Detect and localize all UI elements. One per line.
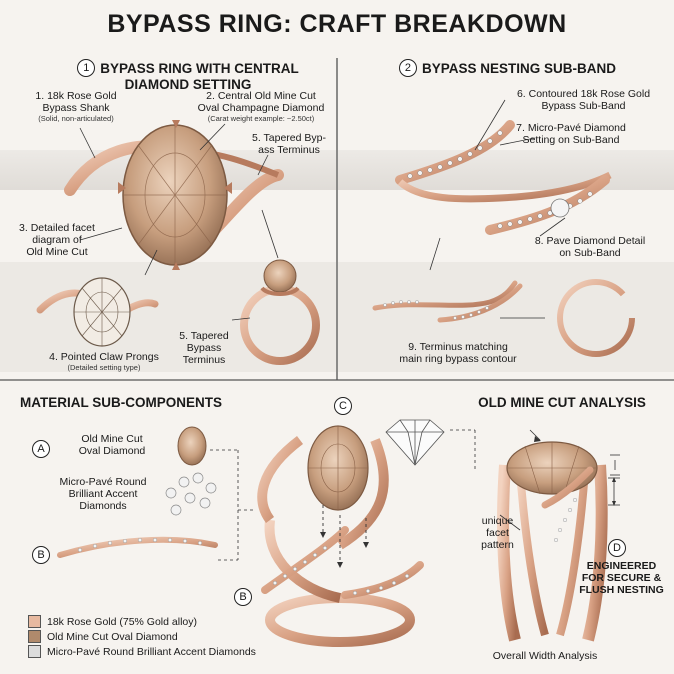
label-5b-line1: 5. Tapered	[179, 330, 229, 342]
label-7-line2: Setting on Sub-Band	[522, 134, 620, 146]
badge-a: A	[32, 440, 50, 458]
badge-b-assembly: B	[234, 588, 252, 606]
label-facet-line3: pattern	[481, 539, 514, 551]
label-8-line1: 8. Pave Diamond Detail	[534, 235, 646, 247]
label-3-line3: Old Mine Cut	[26, 246, 88, 258]
badge-c: C	[334, 397, 352, 415]
panel1-heading-line1: BYPASS RING WITH CENTRAL	[100, 60, 299, 76]
label-eng-line3: FLUSH NESTING	[579, 584, 664, 596]
panel1-heading-line2: DIAMOND SETTING	[124, 77, 252, 92]
legend-swatch-diamond	[28, 630, 41, 643]
label-a: Old Mine Cut Oval Diamond	[62, 433, 162, 457]
label-micro-line2: Brilliant Accent	[68, 488, 138, 500]
label-facet-pattern: unique facet pattern	[470, 515, 525, 551]
panel1-heading: 1 BYPASS RING WITH CENTRAL DIAMOND SETTI…	[58, 59, 318, 92]
label-5b-line3: Terminus	[182, 354, 226, 366]
sub-band-flat	[372, 279, 635, 357]
nesting-sub-band	[395, 120, 612, 235]
label-5b-line2: Bypass	[186, 342, 222, 354]
label-5a-line2: ass Terminus	[258, 144, 320, 156]
fabric-bg-2	[338, 150, 674, 190]
panel2-heading: 2 BYPASS NESTING SUB-BAND	[345, 59, 670, 77]
legend-row-micro-pave: Micro-Pavé Round Brilliant Accent Diamon…	[28, 644, 308, 659]
label-3: 3. Detailed facet diagram of Old Mine Cu…	[12, 222, 102, 258]
label-overall-width: Overall Width Analysis	[492, 650, 598, 662]
label-7: 7. Micro-Pavé Diamond Setting on Sub-Ban…	[496, 122, 646, 146]
legend-row-rose-gold: 18k Rose Gold (75% Gold alloy)	[28, 614, 308, 629]
label-5a-line1: 5. Tapered Byp-	[252, 132, 326, 144]
label-3-line1: 3. Detailed facet	[19, 222, 95, 234]
panel2-badge: 2	[398, 59, 417, 77]
label-5a: 5. Tapered Byp- ass Terminus	[244, 132, 334, 156]
label-eng-line1: ENGINEERED	[586, 560, 657, 572]
legend-label-diamond: Old Mine Cut Oval Diamond	[47, 630, 178, 643]
label-9: 9. Terminus matching main ring bypass co…	[378, 341, 538, 365]
label-3-line2: diagram of	[32, 234, 82, 246]
facet-diagram-ring	[36, 277, 159, 347]
label-9-line2: main ring bypass contour	[399, 353, 517, 365]
label-6-line2: Bypass Sub-Band	[541, 100, 626, 112]
side-view-ring	[231, 259, 320, 365]
page-title: BYPASS RING: CRAFT BREAKDOWN	[107, 10, 567, 38]
label-eng-line2: FOR SECURE &	[581, 572, 662, 584]
label-facet-line1: unique	[481, 515, 514, 527]
label-micro-line1: Micro-Pavé Round	[59, 476, 147, 488]
panel2-heading-text: BYPASS NESTING SUB-BAND	[421, 60, 617, 76]
legend-swatch-rose-gold	[28, 615, 41, 628]
label-4: 4. Pointed Claw Prongs (Detailed setting…	[14, 351, 194, 372]
label-1-line2: Bypass Shank	[42, 102, 110, 114]
micro-pave-diamonds	[165, 472, 217, 516]
label-1: 1. 18k Rose Gold Bypass Shank (Solid, no…	[2, 90, 150, 123]
analysis-ring-side-view	[497, 441, 608, 642]
label-8: 8. Pave Diamond Detail on Sub-Band	[520, 235, 660, 259]
label-a-line2: Oval Diamond	[78, 445, 146, 457]
panel1-badge: 1	[77, 59, 96, 77]
legend: 18k Rose Gold (75% Gold alloy) Old Mine …	[28, 614, 308, 659]
label-5b: 5. Tapered Bypass Terminus	[168, 330, 240, 366]
legend-label-rose-gold: 18k Rose Gold (75% Gold alloy)	[47, 615, 197, 628]
assembled-ring	[257, 425, 424, 647]
badge-b: B	[32, 546, 50, 564]
legend-swatch-micro-pave	[28, 645, 41, 658]
panel5-heading: OLD MINE CUT ANALYSIS	[478, 395, 646, 410]
label-2-note: (Carat weight example: ~2.50ct)	[207, 114, 315, 123]
label-1-line1: 1. 18k Rose Gold	[35, 90, 117, 102]
label-micro-line3: Diamonds	[79, 500, 127, 512]
old-mine-cut-facet-diagram	[385, 419, 445, 466]
legend-row-diamond: Old Mine Cut Oval Diamond	[28, 629, 308, 644]
label-facet-line2: facet	[486, 527, 509, 539]
legend-label-micro-pave: Micro-Pavé Round Brilliant Accent Diamon…	[47, 645, 256, 658]
label-micro-pave: Micro-Pavé Round Brilliant Accent Diamon…	[44, 476, 162, 512]
label-4-note: (Detailed setting type)	[67, 363, 141, 372]
label-6-line1: 6. Contoured 18k Rose Gold	[516, 88, 651, 100]
label-6: 6. Contoured 18k Rose Gold Bypass Sub-Ba…	[496, 88, 671, 112]
fabric-bg-4	[338, 262, 674, 372]
material-band-b	[57, 536, 218, 558]
label-2: 2. Central Old Mine Cut Oval Champagne D…	[186, 90, 336, 123]
label-a-line1: Old Mine Cut	[81, 433, 143, 445]
panel3-heading: MATERIAL SUB-COMPONENTS	[20, 395, 222, 410]
material-diamond-a	[177, 426, 207, 466]
main-bypass-ring	[64, 120, 284, 270]
label-7-line1: 7. Micro-Pavé Diamond	[516, 122, 626, 134]
label-9-line1: 9. Terminus matching	[408, 341, 508, 353]
badge-d: D	[608, 539, 626, 557]
label-2-line2: Oval Champagne Diamond	[197, 102, 325, 114]
label-8-line2: on Sub-Band	[559, 247, 621, 259]
label-1-note: (Solid, non-articulated)	[38, 114, 114, 123]
label-engineered: ENGINEERED FOR SECURE & FLUSH NESTING	[574, 560, 669, 596]
label-4-line1: 4. Pointed Claw Prongs	[49, 351, 159, 363]
label-2-line1: 2. Central Old Mine Cut	[206, 90, 316, 102]
